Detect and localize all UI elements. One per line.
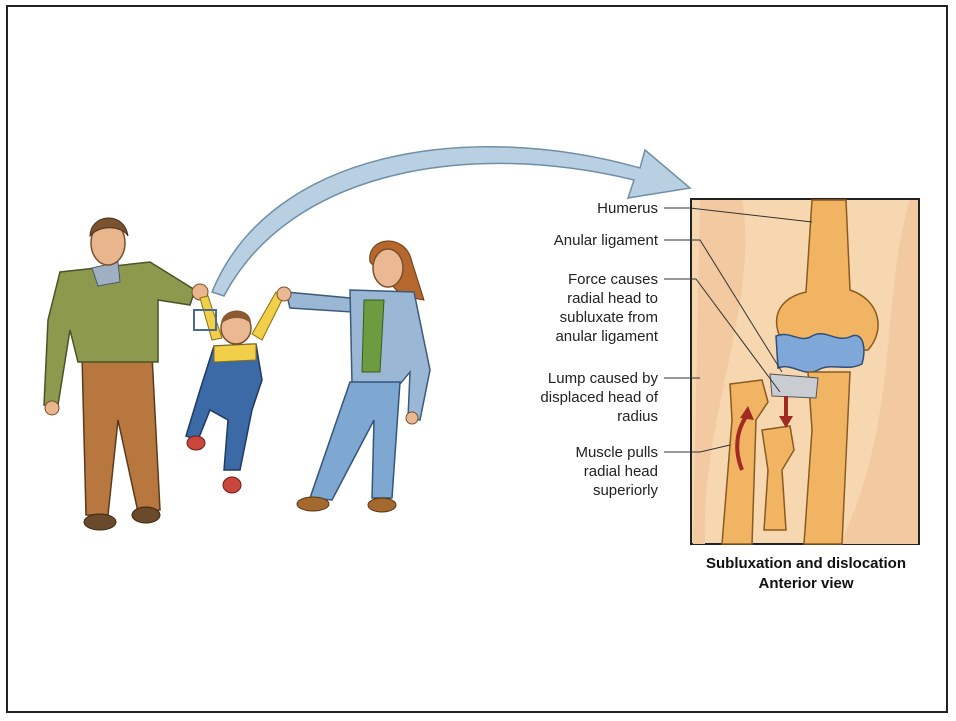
father-figure: [44, 218, 208, 530]
label-muscle-line-3: superiorly: [575, 481, 658, 500]
label-anular-ligament: Anular ligament: [554, 231, 658, 250]
anular-ligament-shape: [776, 334, 864, 373]
child-figure: [186, 292, 284, 493]
label-muscle-line-2: radial head: [575, 462, 658, 481]
label-force: Force causes radial head to subluxate fr…: [555, 270, 658, 346]
caption-line-2: Anterior view: [686, 574, 926, 594]
label-lump-line-3: radius: [540, 407, 658, 426]
label-force-line-4: anular ligament: [555, 327, 658, 346]
label-muscle: Muscle pulls radial head superiorly: [575, 443, 658, 500]
label-force-line-1: Force causes: [555, 270, 658, 289]
label-force-line-3: subluxate from: [555, 308, 658, 327]
elbow-inset: [691, 199, 919, 544]
label-humerus: Humerus: [597, 199, 658, 218]
label-lump-line-2: displaced head of: [540, 388, 658, 407]
caption-line-1: Subluxation and dislocation: [686, 554, 926, 574]
label-muscle-line-1: Muscle pulls: [575, 443, 658, 462]
inset-caption: Subluxation and dislocation Anterior vie…: [686, 554, 926, 594]
mother-figure: [277, 241, 430, 512]
label-lump: Lump caused by displaced head of radius: [540, 369, 658, 426]
label-lump-line-1: Lump caused by: [540, 369, 658, 388]
label-force-line-2: radial head to: [555, 289, 658, 308]
